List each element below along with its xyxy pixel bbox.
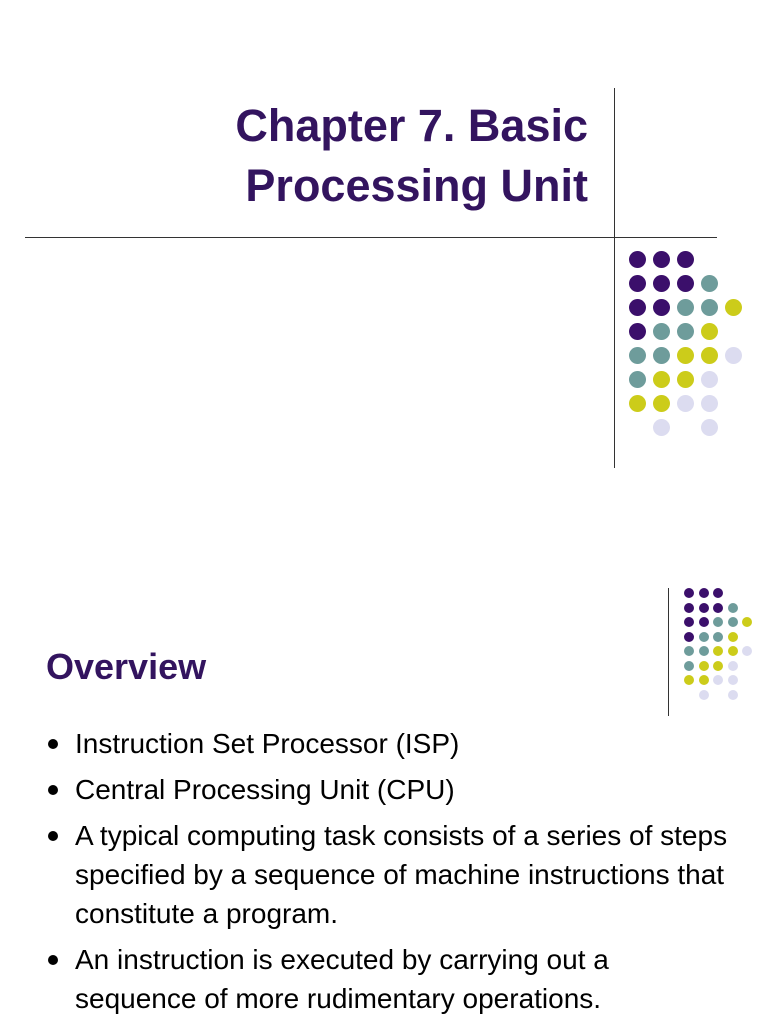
decorative-dot	[684, 646, 694, 656]
decorative-dot	[700, 274, 718, 292]
decorative-dot	[698, 675, 709, 685]
decorative-dot	[684, 617, 694, 627]
decorative-dot	[652, 274, 670, 292]
decorative-dot	[684, 675, 694, 685]
slide-title: Chapter 7. Basic Processing Unit	[48, 96, 588, 216]
decorative-dot	[628, 346, 646, 364]
slide-title: Overview	[46, 646, 207, 687]
decorative-dot	[684, 588, 694, 598]
decorative-dot	[652, 322, 670, 340]
bullet-text: An instruction is executed by carrying o…	[75, 944, 609, 1014]
decorative-dot	[700, 370, 718, 388]
decorative-dot	[742, 646, 752, 656]
decorative-dot	[676, 274, 694, 292]
decorative-dot	[676, 370, 694, 388]
decorative-dot	[713, 588, 723, 598]
decorative-dot	[698, 646, 709, 656]
decorative-dot	[628, 298, 646, 316]
decorative-dot	[724, 346, 742, 364]
decorative-dot	[713, 660, 723, 671]
title-slide: Chapter 7. Basic Processing Unit	[25, 88, 742, 468]
decorative-dot	[700, 394, 718, 412]
decorative-dot	[684, 660, 694, 671]
decorative-dot	[676, 322, 694, 340]
bullet-icon	[48, 785, 58, 795]
decorative-dot	[652, 298, 670, 316]
decorative-dot	[700, 298, 718, 316]
bullet-item: An instruction is executed by carrying o…	[46, 940, 736, 1018]
decorative-dot	[676, 298, 694, 316]
bullet-text: Central Processing Unit (CPU)	[75, 774, 455, 805]
bullet-text: Instruction Set Processor (ISP)	[75, 728, 460, 759]
decorative-dot	[698, 631, 709, 642]
decorative-dot	[652, 418, 670, 436]
decorative-dot	[676, 250, 694, 268]
title-line-1: Chapter 7. Basic	[235, 100, 588, 151]
decorative-dot	[628, 322, 646, 340]
decorative-dot	[628, 250, 646, 268]
decorative-dot	[713, 631, 723, 642]
decorative-dot	[676, 346, 694, 364]
decorative-dot	[652, 346, 670, 364]
decorative-dot	[652, 250, 670, 268]
decorative-dot	[698, 588, 709, 598]
decorative-dot	[652, 394, 670, 412]
decorative-dot	[684, 602, 694, 613]
bullet-item: Central Processing Unit (CPU)	[46, 770, 736, 809]
horizontal-divider	[25, 237, 717, 238]
decorative-dot	[628, 274, 646, 292]
decorative-dot	[700, 418, 718, 436]
decorative-dot	[676, 394, 694, 412]
decorative-dot	[713, 617, 723, 627]
bullet-item: Instruction Set Processor (ISP)	[46, 724, 736, 763]
decorative-dot	[727, 689, 738, 700]
bullet-icon	[48, 831, 58, 841]
decorative-dot	[713, 602, 723, 613]
decorative-dot	[724, 298, 742, 316]
decorative-dot	[727, 631, 738, 642]
decorative-dot	[698, 689, 709, 700]
decorative-dot	[713, 675, 723, 685]
decorative-dot	[727, 617, 738, 627]
decorative-dot	[628, 394, 646, 412]
decorative-dot	[698, 660, 709, 671]
decorative-dot	[698, 617, 709, 627]
vertical-divider	[614, 88, 615, 468]
decorative-dot	[727, 660, 738, 671]
bullet-item: A typical computing task consists of a s…	[46, 816, 736, 933]
overview-slide: Overview Instruction Set Processor (ISP)…	[0, 512, 768, 1024]
title-line-2: Processing Unit	[245, 160, 588, 211]
bullet-icon	[48, 955, 58, 965]
bullet-list: Instruction Set Processor (ISP) Central …	[46, 724, 736, 1024]
decorative-dot	[684, 631, 694, 642]
decorative-dot	[727, 602, 738, 613]
decorative-dot	[700, 346, 718, 364]
bullet-icon	[48, 739, 58, 749]
decorative-dot	[727, 646, 738, 656]
vertical-divider	[668, 588, 669, 716]
decorative-dot	[727, 675, 738, 685]
bullet-text: A typical computing task consists of a s…	[75, 820, 728, 929]
decorative-dot	[742, 617, 752, 627]
decorative-dot	[700, 322, 718, 340]
decorative-dot	[713, 646, 723, 656]
decorative-dot	[698, 602, 709, 613]
decorative-dot	[628, 370, 646, 388]
decorative-dot	[652, 370, 670, 388]
